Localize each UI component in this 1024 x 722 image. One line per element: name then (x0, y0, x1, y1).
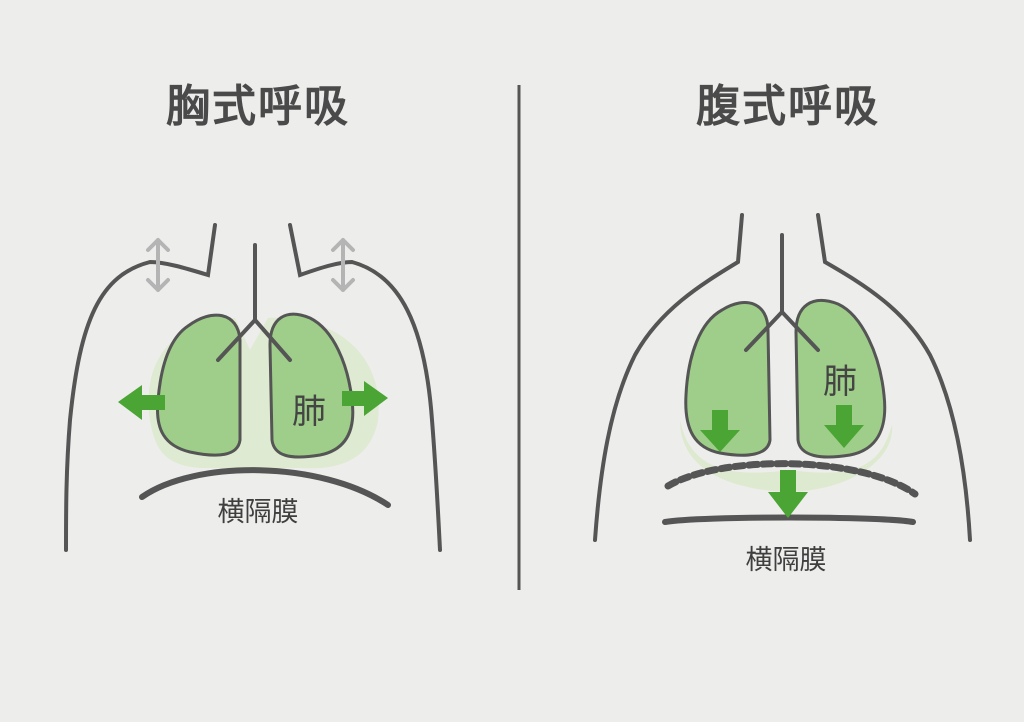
right-lung-right-lobe (794, 299, 887, 459)
arrow-up-down-icon (331, 238, 355, 292)
arrow-up-down-icon (146, 238, 170, 292)
arrow-down-icon (768, 470, 808, 518)
title-abdominal-breathing: 腹式呼吸 (696, 81, 880, 132)
lung-label-left: 肺 (292, 392, 326, 432)
title-chest-breathing: 胸式呼吸 (166, 81, 350, 132)
arrow-down-icon (824, 405, 864, 448)
diaphragm-label-left: 横隔膜 (217, 497, 299, 528)
arrow-down-icon (700, 410, 740, 452)
right-diaphragm-line (662, 514, 916, 525)
arrow-left-icon (118, 385, 165, 420)
right-panel-diagram (593, 213, 972, 542)
left-lung-left-lobe (155, 313, 242, 457)
arrow-right-icon (342, 381, 388, 416)
left-diaphragm-line (139, 467, 391, 508)
right-ribcage-outline-left (593, 213, 744, 542)
lung-label-right: 肺 (823, 362, 857, 402)
right-ribcage-outline-right (816, 213, 972, 542)
right-diaphragm-dashed-line (664, 460, 919, 498)
diaphragm-label-right: 横隔膜 (745, 545, 827, 576)
left-lung-right-lobe (268, 312, 355, 459)
left-ribcage-outline-left (64, 223, 217, 552)
left-trachea (216, 243, 292, 362)
right-lung-left-lobe (684, 301, 772, 457)
left-ribcage-outline-right (288, 223, 442, 552)
right-lung-glow (680, 420, 893, 492)
right-trachea (744, 233, 820, 352)
left-panel-diagram (64, 223, 442, 552)
